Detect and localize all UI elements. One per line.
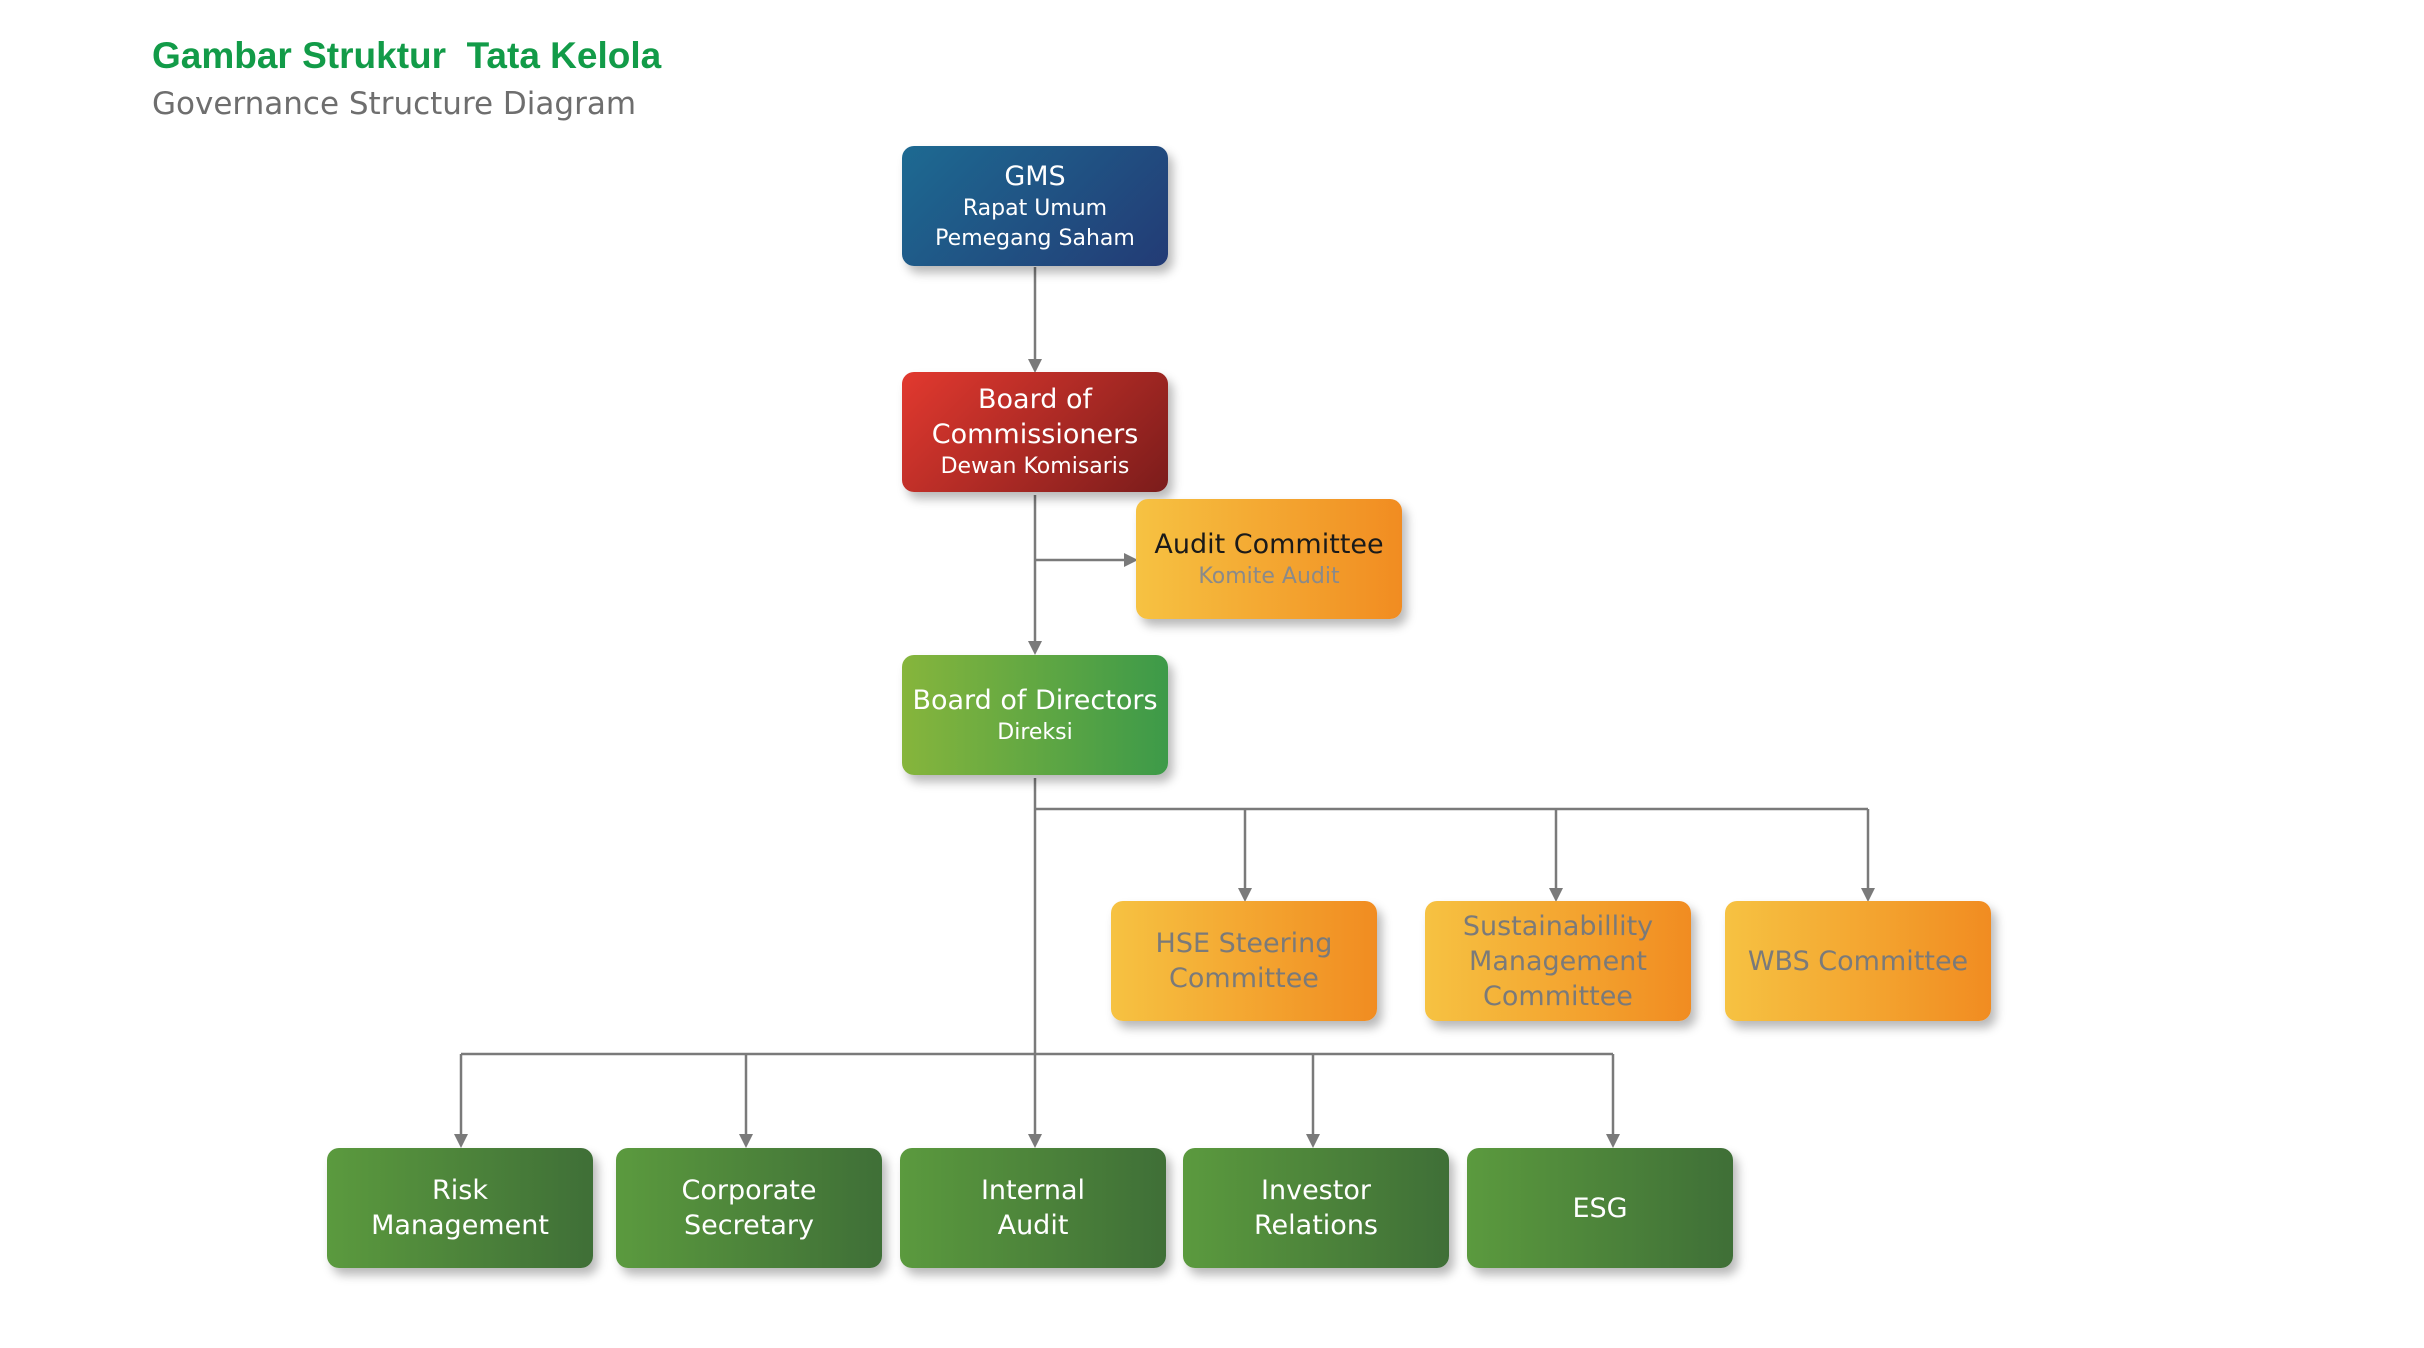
board-of-commissioners-subtitle: Dewan Komisaris [940, 454, 1130, 479]
internal-audit-node: Internal Audit [900, 1148, 1166, 1268]
gms-subtitle-line1: Rapat Umum [962, 195, 1108, 221]
wbs-committee-node: WBS Committee [1725, 901, 1991, 1021]
audit-committee-title: Audit Committee [1154, 528, 1384, 560]
audit-committee-subtitle: Komite Audit [1198, 563, 1340, 589]
board-of-commissioners-node: Board of Commissioners Dewan Komisaris [902, 372, 1168, 492]
audit-committee-node: Audit Committee Komite Audit [1136, 499, 1402, 619]
hse-steering-committee-node: HSE Steering Committee [1111, 901, 1377, 1021]
diagram-title: Gambar Struktur Tata Kelola [152, 35, 662, 76]
diagram-subtitle: Governance Structure Diagram [152, 86, 637, 122]
esg-title: ESG [1572, 1192, 1628, 1224]
board-of-directors-subtitle: Direksi [997, 719, 1073, 745]
diagram-header: Gambar Struktur Tata Kelola Governance S… [152, 30, 661, 126]
risk-management-node: Risk Management [327, 1148, 593, 1268]
sustainability-management-committee-title: Sustainabillity Management Committee [1462, 910, 1654, 1012]
esg-node: ESG [1467, 1148, 1733, 1268]
hse-steering-committee-title: HSE Steering Committee [1155, 928, 1333, 994]
gms-subtitle-line2: Pemegang Saham [935, 225, 1135, 251]
corporate-secretary-node: Corporate Secretary [616, 1148, 882, 1268]
sustainability-management-committee-node: Sustainabillity Management Committee [1425, 901, 1691, 1021]
investor-relations-node: Investor Relations [1183, 1148, 1449, 1268]
wbs-committee-title: WBS Committee [1747, 945, 1969, 977]
board-of-directors-title: Board of Directors [912, 684, 1158, 716]
risk-management-title: Risk Management [371, 1175, 549, 1241]
investor-relations-title: Investor Relations [1254, 1175, 1378, 1241]
board-of-directors-node: Board of Directors Direksi [902, 655, 1168, 775]
corporate-secretary-title: Corporate Secretary [681, 1175, 817, 1241]
board-of-commissioners-title: Board of Commissioners [931, 384, 1139, 450]
gms-node: GMS Rapat Umum Pemegang Saham [902, 146, 1168, 266]
internal-audit-title: Internal Audit [980, 1175, 1086, 1241]
gms-title: GMS [1004, 160, 1066, 192]
